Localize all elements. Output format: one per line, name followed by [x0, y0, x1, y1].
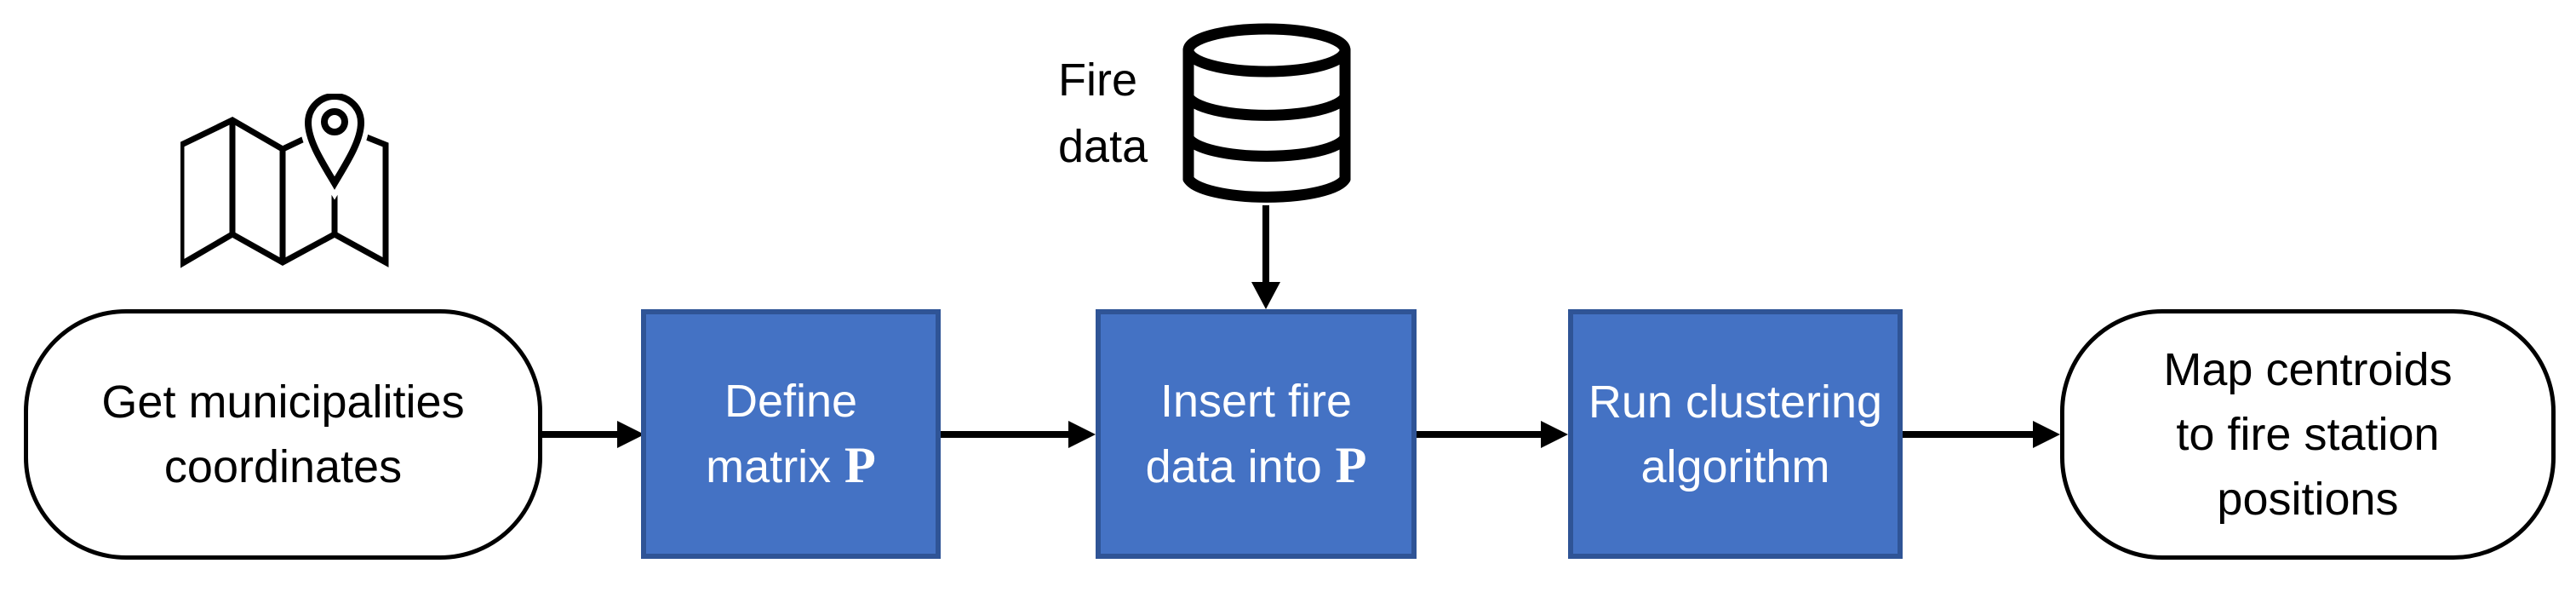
- label-line: algorithm: [1640, 440, 1830, 492]
- label-line: to fire station: [2176, 409, 2440, 460]
- label-line: positions: [2217, 474, 2399, 525]
- node-insert-fire-data-label: Insert fire data into P: [1146, 369, 1367, 499]
- label-line: coordinates: [163, 441, 403, 492]
- node-insert-fire-data: Insert fire data into P: [1096, 309, 1417, 559]
- arrow-run-to-end: [1903, 421, 2060, 448]
- node-run-clustering-label: Run clustering algorithm: [1589, 370, 1882, 499]
- label-line: Get municipalities: [101, 377, 465, 428]
- label-line: Define: [724, 376, 858, 427]
- label-text: matrix: [706, 441, 832, 492]
- matrix-p-symbol: P: [1335, 437, 1367, 494]
- map-location-pin-icon: [180, 94, 389, 268]
- matrix-p-symbol: P: [844, 437, 876, 494]
- label-line: data into P: [1146, 434, 1367, 499]
- node-get-municipalities: Get municipalities coordinates: [24, 309, 542, 560]
- node-map-centroids: Map centroids to fire station positions: [2060, 309, 2556, 560]
- database-icon: [1182, 23, 1351, 203]
- arrow-define-to-insert: [941, 421, 1096, 448]
- fire-data-label-line: Fire: [1058, 55, 1137, 106]
- fire-data-label: Fire data: [1058, 47, 1148, 180]
- label-line: Run clustering: [1588, 376, 1883, 428]
- label-line: Map centroids: [2163, 344, 2453, 395]
- arrow-insert-to-run: [1417, 421, 1568, 448]
- node-map-centroids-label: Map centroids to fire station positions: [2163, 337, 2452, 532]
- node-run-clustering: Run clustering algorithm: [1568, 309, 1903, 559]
- arrow-database-to-insert: [1251, 205, 1280, 309]
- label-line: Insert fire: [1159, 376, 1353, 427]
- node-get-municipalities-label: Get municipalities coordinates: [101, 370, 464, 499]
- label-text: data into: [1145, 441, 1322, 492]
- arrow-start-to-define: [542, 421, 644, 448]
- fire-data-label-line: data: [1058, 121, 1148, 172]
